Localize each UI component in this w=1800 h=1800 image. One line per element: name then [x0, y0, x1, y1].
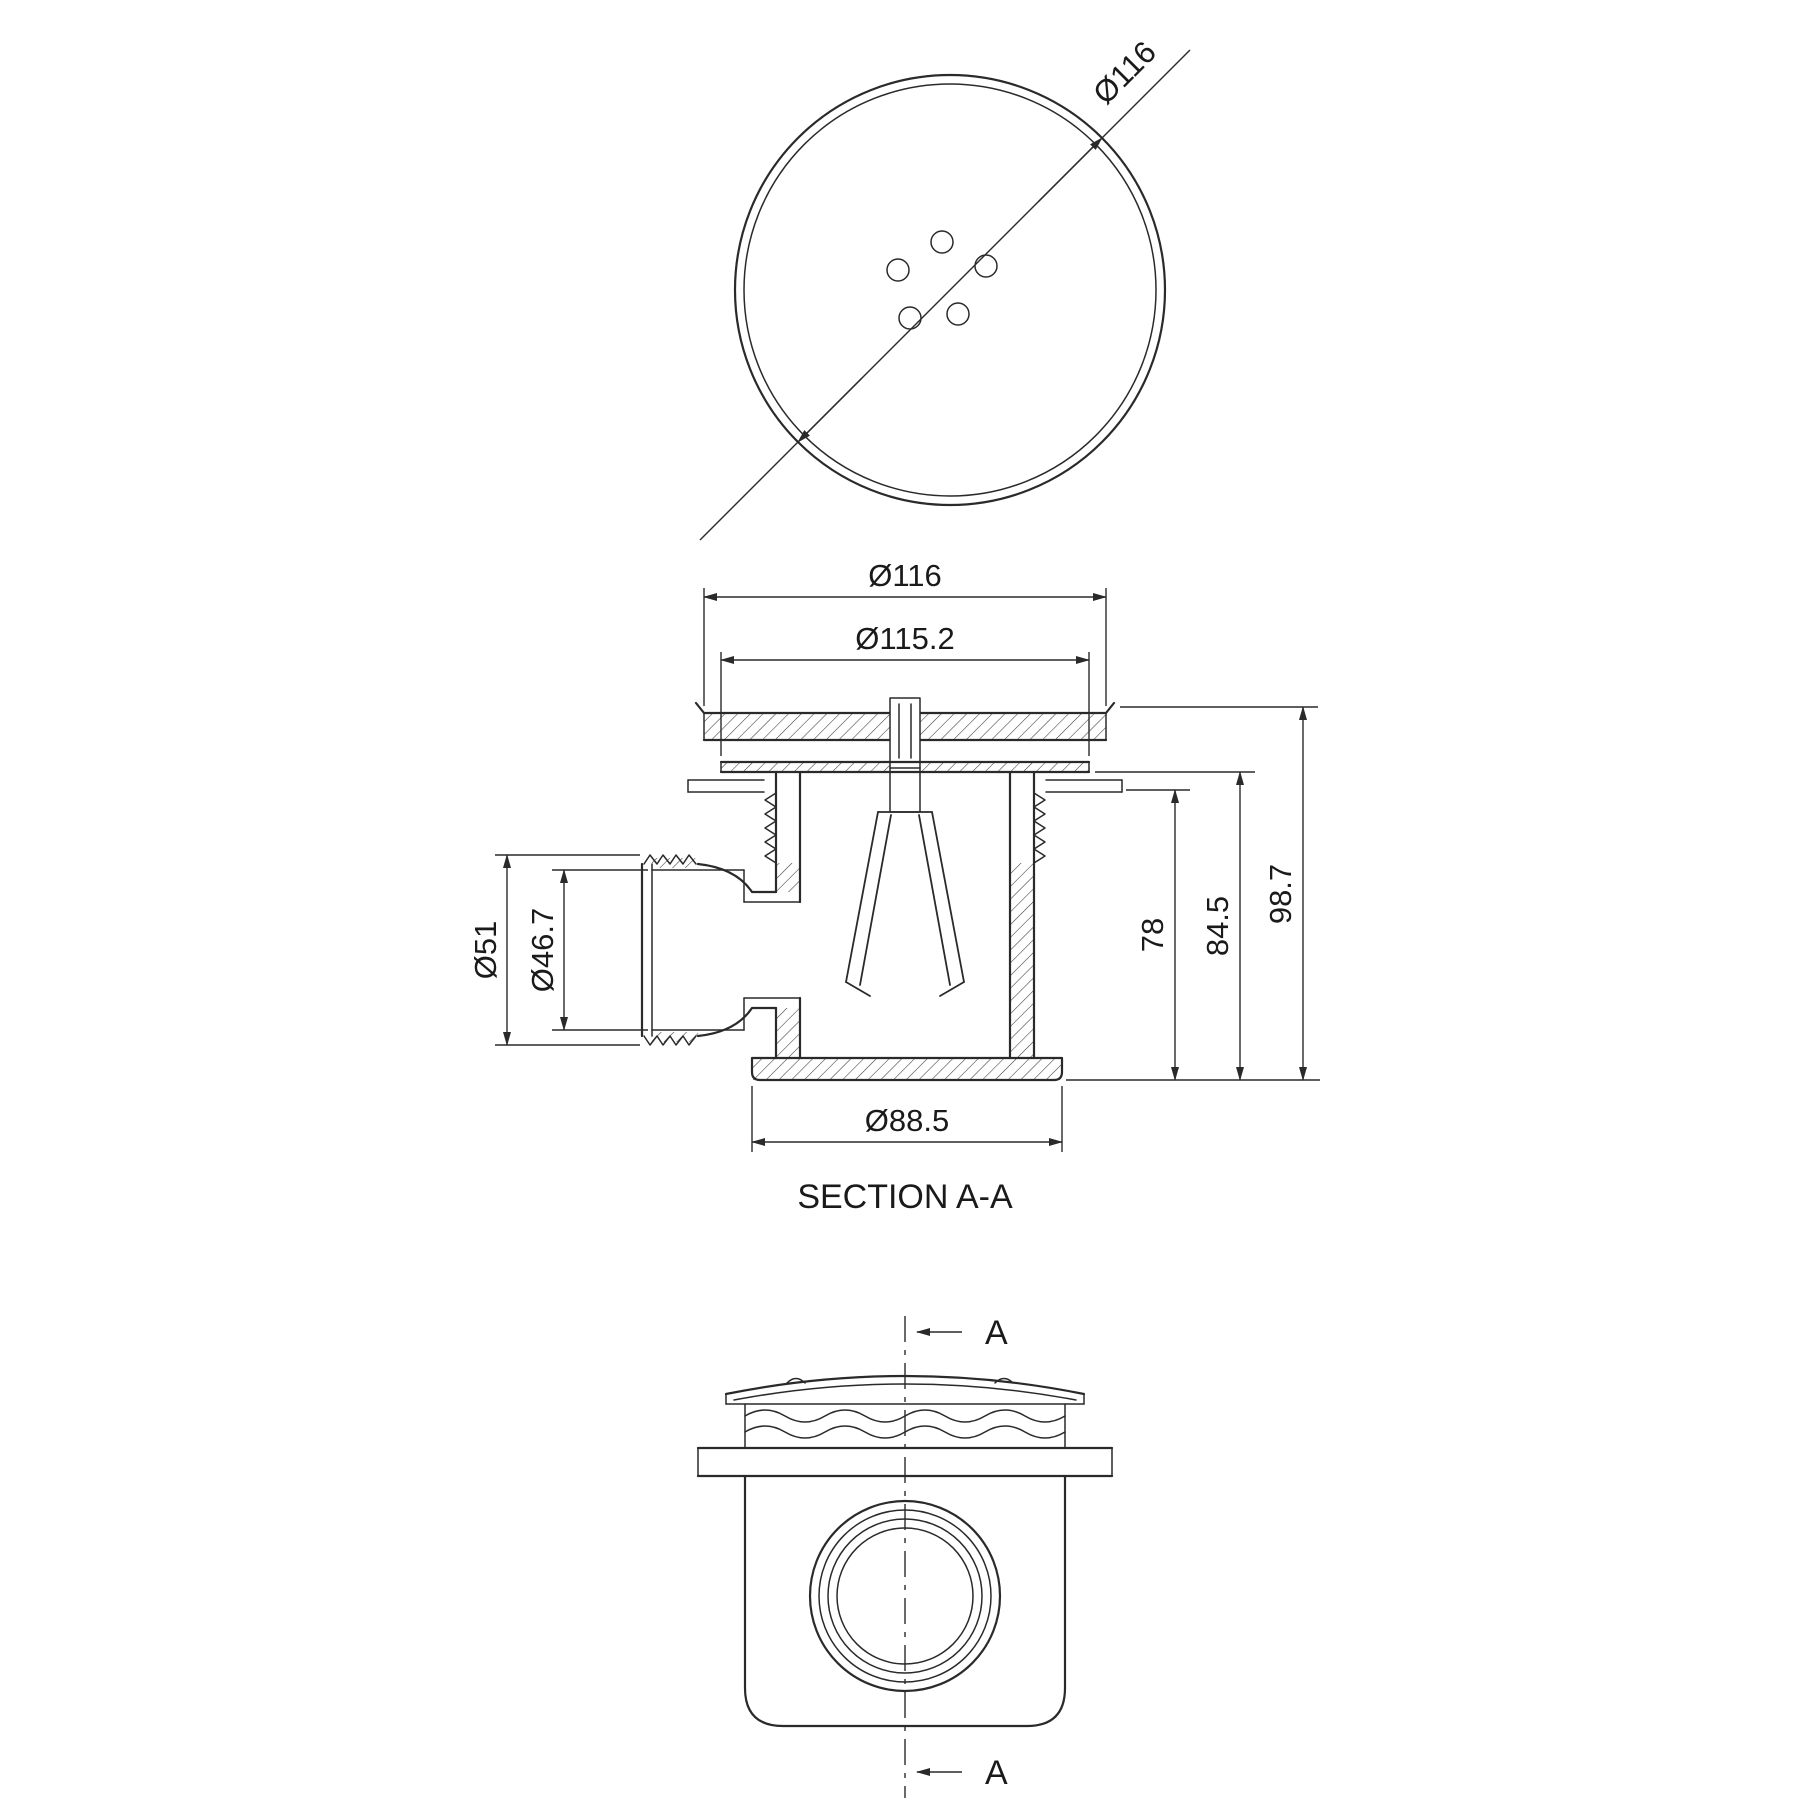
- cut-arrow-bottom: A: [916, 1754, 1008, 1792]
- dim-cap-inner: Ø115.2: [720, 621, 1090, 756]
- cut-arrow-top: A: [916, 1314, 1008, 1352]
- under-flange: [719, 760, 1091, 774]
- clamp-tabs: [687, 779, 1123, 793]
- dim-mid-height-label: 84.5: [1200, 896, 1235, 956]
- top-view: Ø116: [699, 34, 1191, 541]
- cut-label-top: A: [985, 1314, 1008, 1352]
- dim-outlet-inner: Ø46.7: [525, 869, 648, 1031]
- cut-label-bottom: A: [985, 1754, 1008, 1792]
- dim-overall-height-label: 98.7: [1263, 864, 1298, 924]
- nut-thread-top: [643, 854, 697, 865]
- drain-holes: [886, 230, 998, 330]
- dim-body-diameter: Ø88.5: [751, 1086, 1063, 1152]
- side-view: A: [696, 1314, 1114, 1798]
- dim-outlet-outer-label: Ø51: [468, 921, 503, 980]
- claw-mechanism: [845, 811, 965, 997]
- nut-thread-bottom: [643, 1035, 697, 1046]
- dim-inner-height: 78: [1126, 789, 1190, 1081]
- cap-lug-right: [994, 1377, 1014, 1384]
- left-thread: [764, 792, 777, 864]
- section-view: Ø116 Ø115.2 Ø51 Ø46.7 78: [468, 558, 1320, 1216]
- dim-cap-inner-label: Ø115.2: [855, 621, 954, 656]
- side-body: [743, 1474, 1067, 1728]
- waste-outer-rim: [733, 73, 1167, 507]
- diameter-leader: [699, 49, 1191, 541]
- waste-inner-rim: [743, 83, 1157, 497]
- top-diameter-label: Ø116: [1086, 34, 1163, 111]
- cap-lug-left: [786, 1377, 806, 1384]
- right-thread: [1033, 792, 1046, 864]
- trap-body: [750, 770, 1064, 1082]
- dim-cap-outer-label: Ø116: [868, 558, 942, 593]
- dim-body-diameter-label: Ø88.5: [865, 1103, 949, 1138]
- outlet-pipe: [640, 854, 801, 1046]
- dim-cap-outer: Ø116: [703, 558, 1107, 706]
- dim-mid-height: 84.5: [1095, 771, 1255, 1081]
- collar-band: [744, 1403, 1066, 1449]
- side-cap: [724, 1374, 1086, 1405]
- side-outlet-circles: [808, 1499, 1002, 1693]
- dim-outlet-outer: Ø51: [468, 854, 640, 1046]
- section-hatching: [652, 713, 1106, 1080]
- dim-overall-height: 98.7: [1066, 706, 1320, 1081]
- center-stem: [889, 697, 921, 813]
- dim-outlet-inner-label: Ø46.7: [525, 908, 560, 992]
- dim-inner-height-label: 78: [1135, 918, 1170, 952]
- section-caption: SECTION A-A: [797, 1178, 1013, 1216]
- side-flange: [696, 1446, 1114, 1478]
